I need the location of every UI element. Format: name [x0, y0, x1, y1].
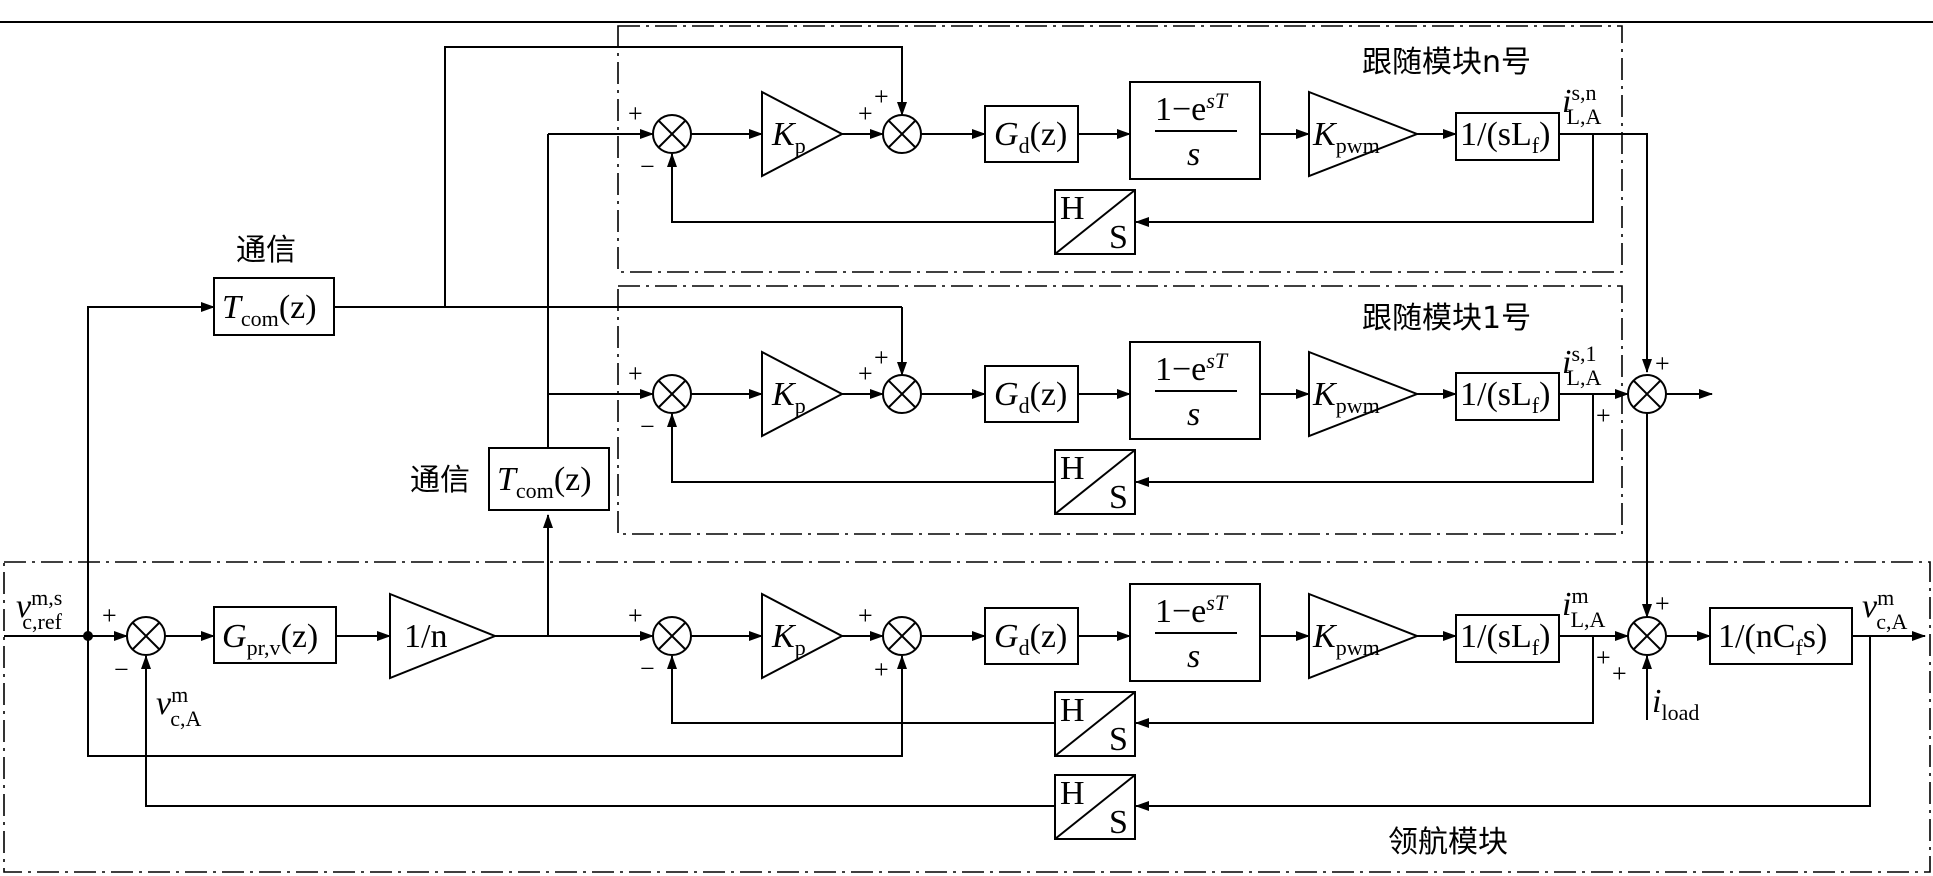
svg-text:S: S — [1109, 219, 1128, 256]
follower-n-title: 跟随模块n号 — [1362, 45, 1531, 80]
svg-text:−: − — [640, 654, 655, 683]
svg-text:+: + — [1596, 401, 1611, 430]
svg-text:Gd(z): Gd(z) — [994, 376, 1067, 418]
svg-text:Kpwm: Kpwm — [1312, 116, 1380, 158]
svg-text:1/(sLf): 1/(sLf) — [1460, 116, 1550, 158]
svg-text:H: H — [1060, 450, 1085, 487]
svg-text:1−esT: 1−esT — [1155, 88, 1229, 128]
svg-text:+: + — [1596, 643, 1611, 672]
svg-text:+: + — [628, 99, 643, 128]
svg-text:+: + — [874, 343, 889, 372]
communication-path: Tcom(z) Tcom(z) — [87, 46, 907, 636]
sum-signs: + − + + + − + + + + + − + − + + + + + — [102, 82, 1670, 688]
svg-text:+: + — [874, 82, 889, 111]
svg-text:1/(sLf): 1/(sLf) — [1460, 618, 1550, 660]
svg-text:Kpwm: Kpwm — [1312, 618, 1380, 660]
kpwm-gain-n — [1308, 90, 1420, 178]
follower-n-loop: Kp Gd(z) 1−esT s Kpwm 1/(sLf) H S — [548, 81, 1652, 373]
svg-text:H: H — [1060, 190, 1085, 227]
svg-text:+: + — [628, 359, 643, 388]
svg-text:−: − — [114, 655, 129, 684]
svg-text:+: + — [1612, 659, 1627, 688]
svg-text:Kp: Kp — [771, 618, 806, 660]
i-load-label: iload — [1652, 683, 1699, 725]
follower-1-title: 跟随模块1号 — [1362, 301, 1531, 336]
leader-frame — [3, 561, 1931, 873]
svg-text:+: + — [858, 99, 873, 128]
svg-text:Gd(z): Gd(z) — [994, 116, 1067, 158]
leader-loop: Gpr,v(z) 1/n Kp Gd(z) 1−esT s Kpwm 1/(sL… — [4, 583, 1926, 841]
plant-c-block — [1709, 607, 1853, 665]
svg-text:+: + — [858, 601, 873, 630]
kp-gain-n — [761, 90, 845, 178]
comm-label-mid: 通信 — [410, 463, 470, 498]
svg-text:s: s — [1187, 396, 1200, 433]
svg-text:1−esT: 1−esT — [1155, 590, 1229, 630]
svg-text:S: S — [1109, 479, 1128, 516]
svg-text:+: + — [1655, 589, 1670, 618]
svg-text:Tcom(z): Tcom(z) — [222, 289, 317, 331]
leader-title: 领航模块 — [1388, 825, 1508, 860]
svg-text:−: − — [640, 152, 655, 181]
svg-text:S: S — [1109, 804, 1128, 841]
plant-l-block-n — [1455, 112, 1560, 161]
svg-text:H: H — [1060, 692, 1085, 729]
follower-1-loop: Kp Gd(z) 1−esT s Kpwm 1/(sLf) H S — [548, 341, 1629, 516]
svg-text:+: + — [874, 655, 889, 684]
follower-1-frame — [617, 285, 1623, 535]
svg-text:+: + — [628, 601, 643, 630]
svg-text:+: + — [1655, 349, 1670, 378]
comm-label-top: 通信 — [236, 233, 296, 268]
svg-text:+: + — [858, 359, 873, 388]
svg-text:+: + — [102, 601, 117, 630]
svg-text:Gpr,v(z): Gpr,v(z) — [222, 618, 318, 660]
tcom-block-mid — [488, 447, 610, 511]
svg-text:Tcom(z): Tcom(z) — [497, 461, 592, 503]
svg-text:Kp: Kp — [771, 116, 806, 158]
svg-text:1/n: 1/n — [404, 618, 447, 655]
follower-n-frame — [617, 25, 1623, 273]
tcom-block-top — [213, 277, 335, 336]
gd-block-n — [984, 105, 1079, 163]
svg-text:Kpwm: Kpwm — [1312, 376, 1380, 418]
svg-text:Gd(z): Gd(z) — [994, 618, 1067, 660]
one-over-n-gain — [389, 592, 498, 680]
svg-text:−: − — [640, 412, 655, 441]
svg-text:s: s — [1187, 136, 1200, 173]
svg-text:s: s — [1187, 638, 1200, 675]
svg-text:1/(sLf): 1/(sLf) — [1460, 376, 1550, 418]
svg-text:1/(nCfs): 1/(nCfs) — [1718, 618, 1827, 660]
svg-text:H: H — [1060, 775, 1085, 812]
svg-text:1−esT: 1−esT — [1155, 348, 1229, 388]
svg-text:S: S — [1109, 721, 1128, 758]
svg-text:Kp: Kp — [771, 376, 806, 418]
